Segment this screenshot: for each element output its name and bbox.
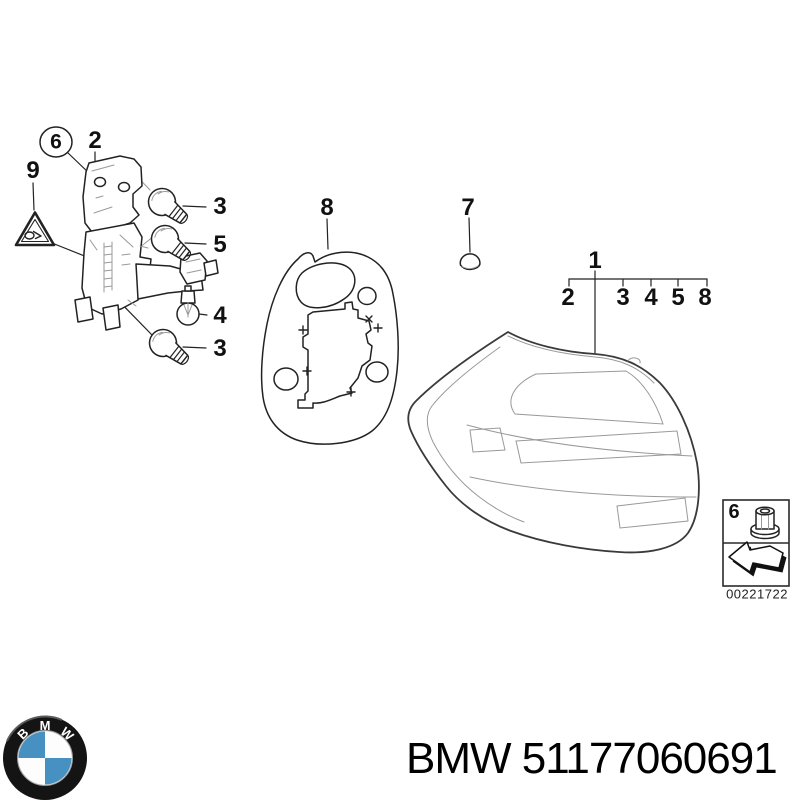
bulb-3-upper-icon [142,182,195,232]
callout-1-child-4: 4 [644,284,658,311]
logo-quadrant-blue-br [45,758,72,785]
bmw-logo: B M W [3,715,87,800]
grommet-icon [459,253,481,271]
callout-1-child-5: 5 [671,284,685,311]
callout-1-child-8: 8 [698,284,712,311]
bulb-carrier-drawing [74,155,219,331]
callout-1-child-2: 2 [561,284,575,311]
callout-8: 8 [320,194,334,221]
install-arrow-icon [728,541,787,577]
gasket-drawing [260,251,399,445]
callout-1: 1 [588,247,602,274]
callout-7: 7 [461,194,475,221]
drawing-number: 00221722 [726,586,788,602]
warning-triangle-icon [14,211,56,247]
nut-icon [750,506,780,540]
callout-6-circled: 6 [50,130,62,154]
callout-3-lower: 3 [213,335,227,362]
bulb-4-icon [176,285,200,326]
callout-2: 2 [88,127,102,154]
logo-quadrant-blue-tl [18,731,45,758]
callout-3-upper: 3 [213,193,227,220]
logo-quadrant-white-tr [45,731,72,758]
bulb-3-lower-icon [143,323,196,373]
callout-9: 9 [26,157,40,184]
callout-1-child-3: 3 [616,284,630,311]
callout-circle [39,126,73,158]
callout-4: 4 [213,302,227,329]
part-number-text: BMW 51177060691 [406,734,778,783]
legend-box [722,499,790,587]
tail-light-drawing [407,331,700,554]
logo-letter-m: M [40,718,51,733]
callout-5: 5 [213,231,227,258]
logo-quadrant-white-bl [18,758,45,785]
legend-item-number: 6 [728,501,740,523]
